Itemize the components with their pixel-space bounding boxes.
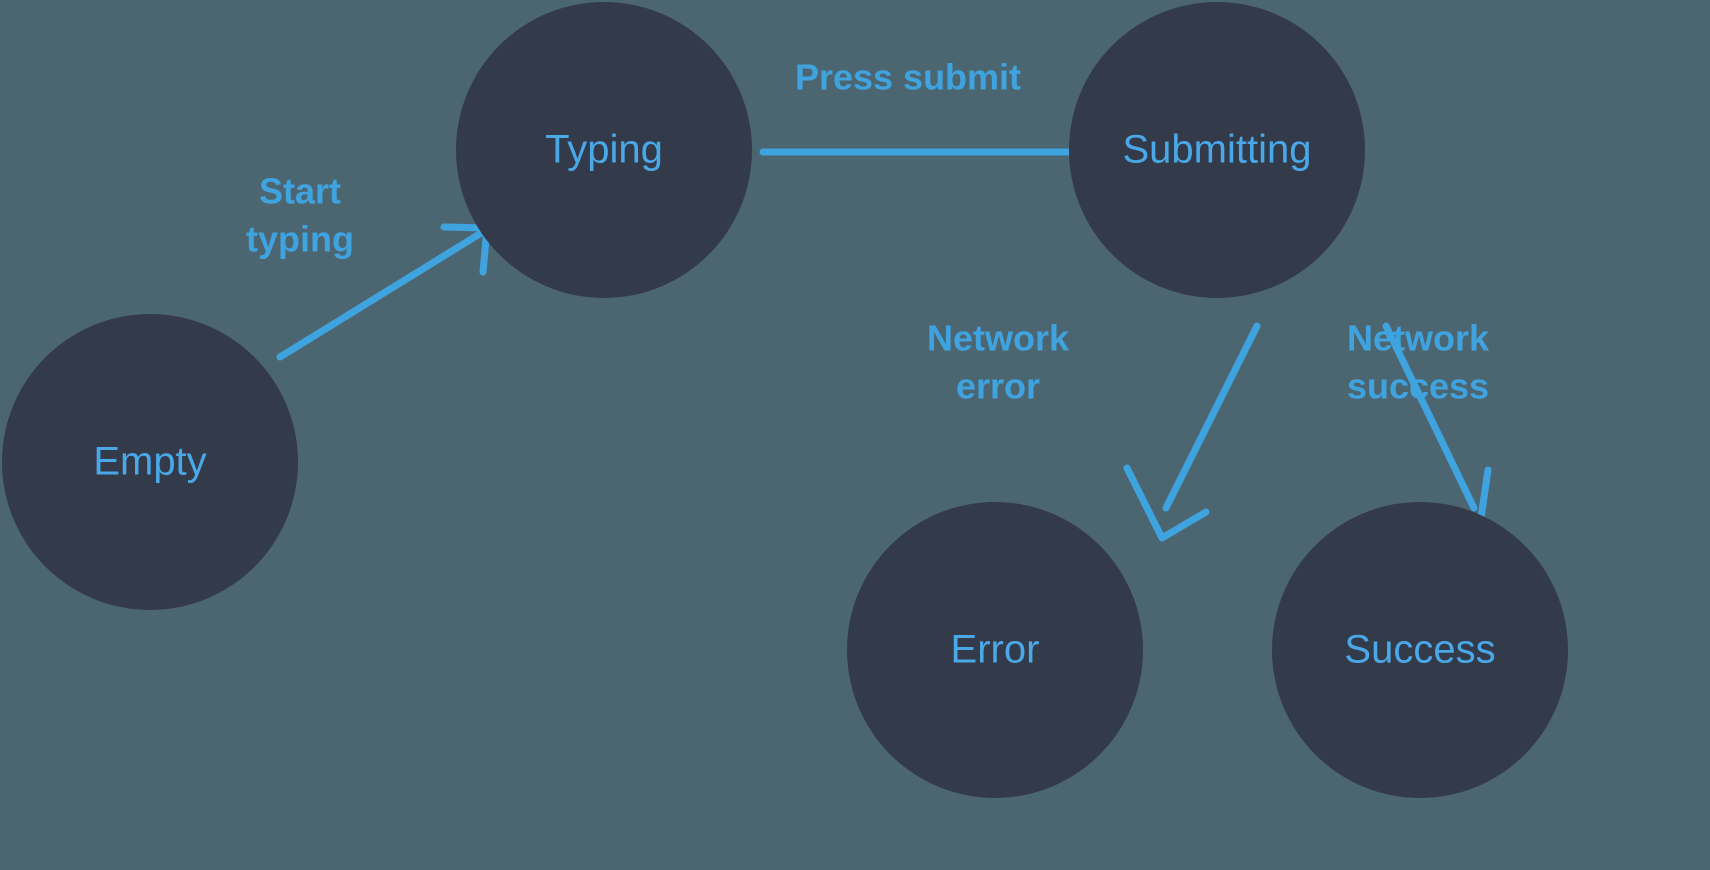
state-node-typing-shape <box>456 2 752 298</box>
state-node-success-label: Success <box>1344 628 1495 672</box>
state-node-typing[interactable]: Typing <box>456 2 752 298</box>
state-node-submitting-shape <box>1069 2 1365 298</box>
edge-label-start-typing: Start typing <box>246 171 354 260</box>
state-node-submitting[interactable]: Submitting <box>1069 2 1365 298</box>
state-node-error-label: Error <box>951 628 1040 672</box>
edge-label-start-typing-line-2: typing <box>246 219 354 260</box>
state-node-submitting-label: Submitting <box>1123 128 1312 172</box>
state-node-error-shape <box>847 502 1143 798</box>
edge-label-network-success-line-2: success <box>1347 366 1489 407</box>
edge-label-network-error-line-1: Network <box>927 318 1070 359</box>
state-node-error[interactable]: Error <box>847 502 1143 798</box>
edge-label-press-submit-line-1: Press submit <box>795 57 1021 98</box>
edge-label-network-error: Network error <box>927 318 1070 407</box>
edge-submitting-to-error-arrowhead <box>1123 464 1210 542</box>
edge-label-network-success: Network success <box>1347 318 1490 407</box>
edge-label-start-typing-line-1: Start <box>259 171 341 212</box>
state-node-empty-label: Empty <box>93 440 206 484</box>
state-node-typing-label: Typing <box>545 128 663 172</box>
edge-label-network-error-line-2: error <box>956 366 1040 407</box>
edge-submitting-to-success-line <box>1382 322 1478 512</box>
state-node-success-shape <box>1272 502 1568 798</box>
edge-submitting-to-error[interactable] <box>1123 322 1261 542</box>
edge-label-network-success-line-1: Network <box>1347 318 1490 359</box>
edge-submitting-to-error-line <box>1162 322 1261 512</box>
state-node-success[interactable]: Success <box>1272 502 1568 798</box>
edge-empty-to-typing-line <box>276 226 490 361</box>
state-node-empty[interactable]: Empty <box>2 314 298 610</box>
state-node-empty-shape <box>2 314 298 610</box>
edge-label-press-submit: Press submit <box>795 57 1021 98</box>
